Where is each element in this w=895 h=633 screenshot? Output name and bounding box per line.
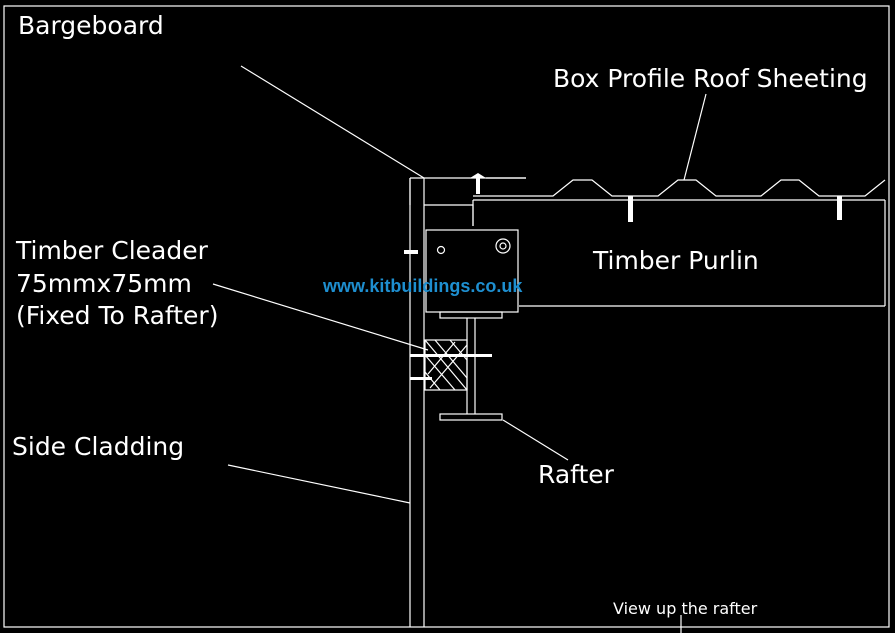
cleader-label-line1: Timber Cleader [15,236,209,265]
roof-sheeting-profile [473,179,886,201]
fixing-screws [404,173,842,380]
drawing-border [3,5,890,628]
cleader-label-line2: 75mmx75mm [16,269,192,298]
timber-cleader-block [424,339,468,391]
cleader-label-line3: (Fixed To Rafter) [16,301,218,330]
leader-lines [212,65,707,633]
cleat-plate [425,229,519,313]
purlin-label: Timber Purlin [592,246,759,275]
rafter-ibeam [439,311,503,421]
bargeboard-profile [409,177,526,226]
side-cladding-label: Side Cladding [12,432,184,461]
roof-sheeting-label: Box Profile Roof Sheeting [553,64,868,93]
rafter-label: Rafter [538,460,615,489]
watermark-url: www.kitbuildings.co.uk [322,276,523,296]
bargeboard-label: Bargeboard [18,11,164,40]
timber-purlin [472,200,886,307]
view-note-label: View up the rafter [613,599,758,618]
side-cladding [409,178,425,627]
